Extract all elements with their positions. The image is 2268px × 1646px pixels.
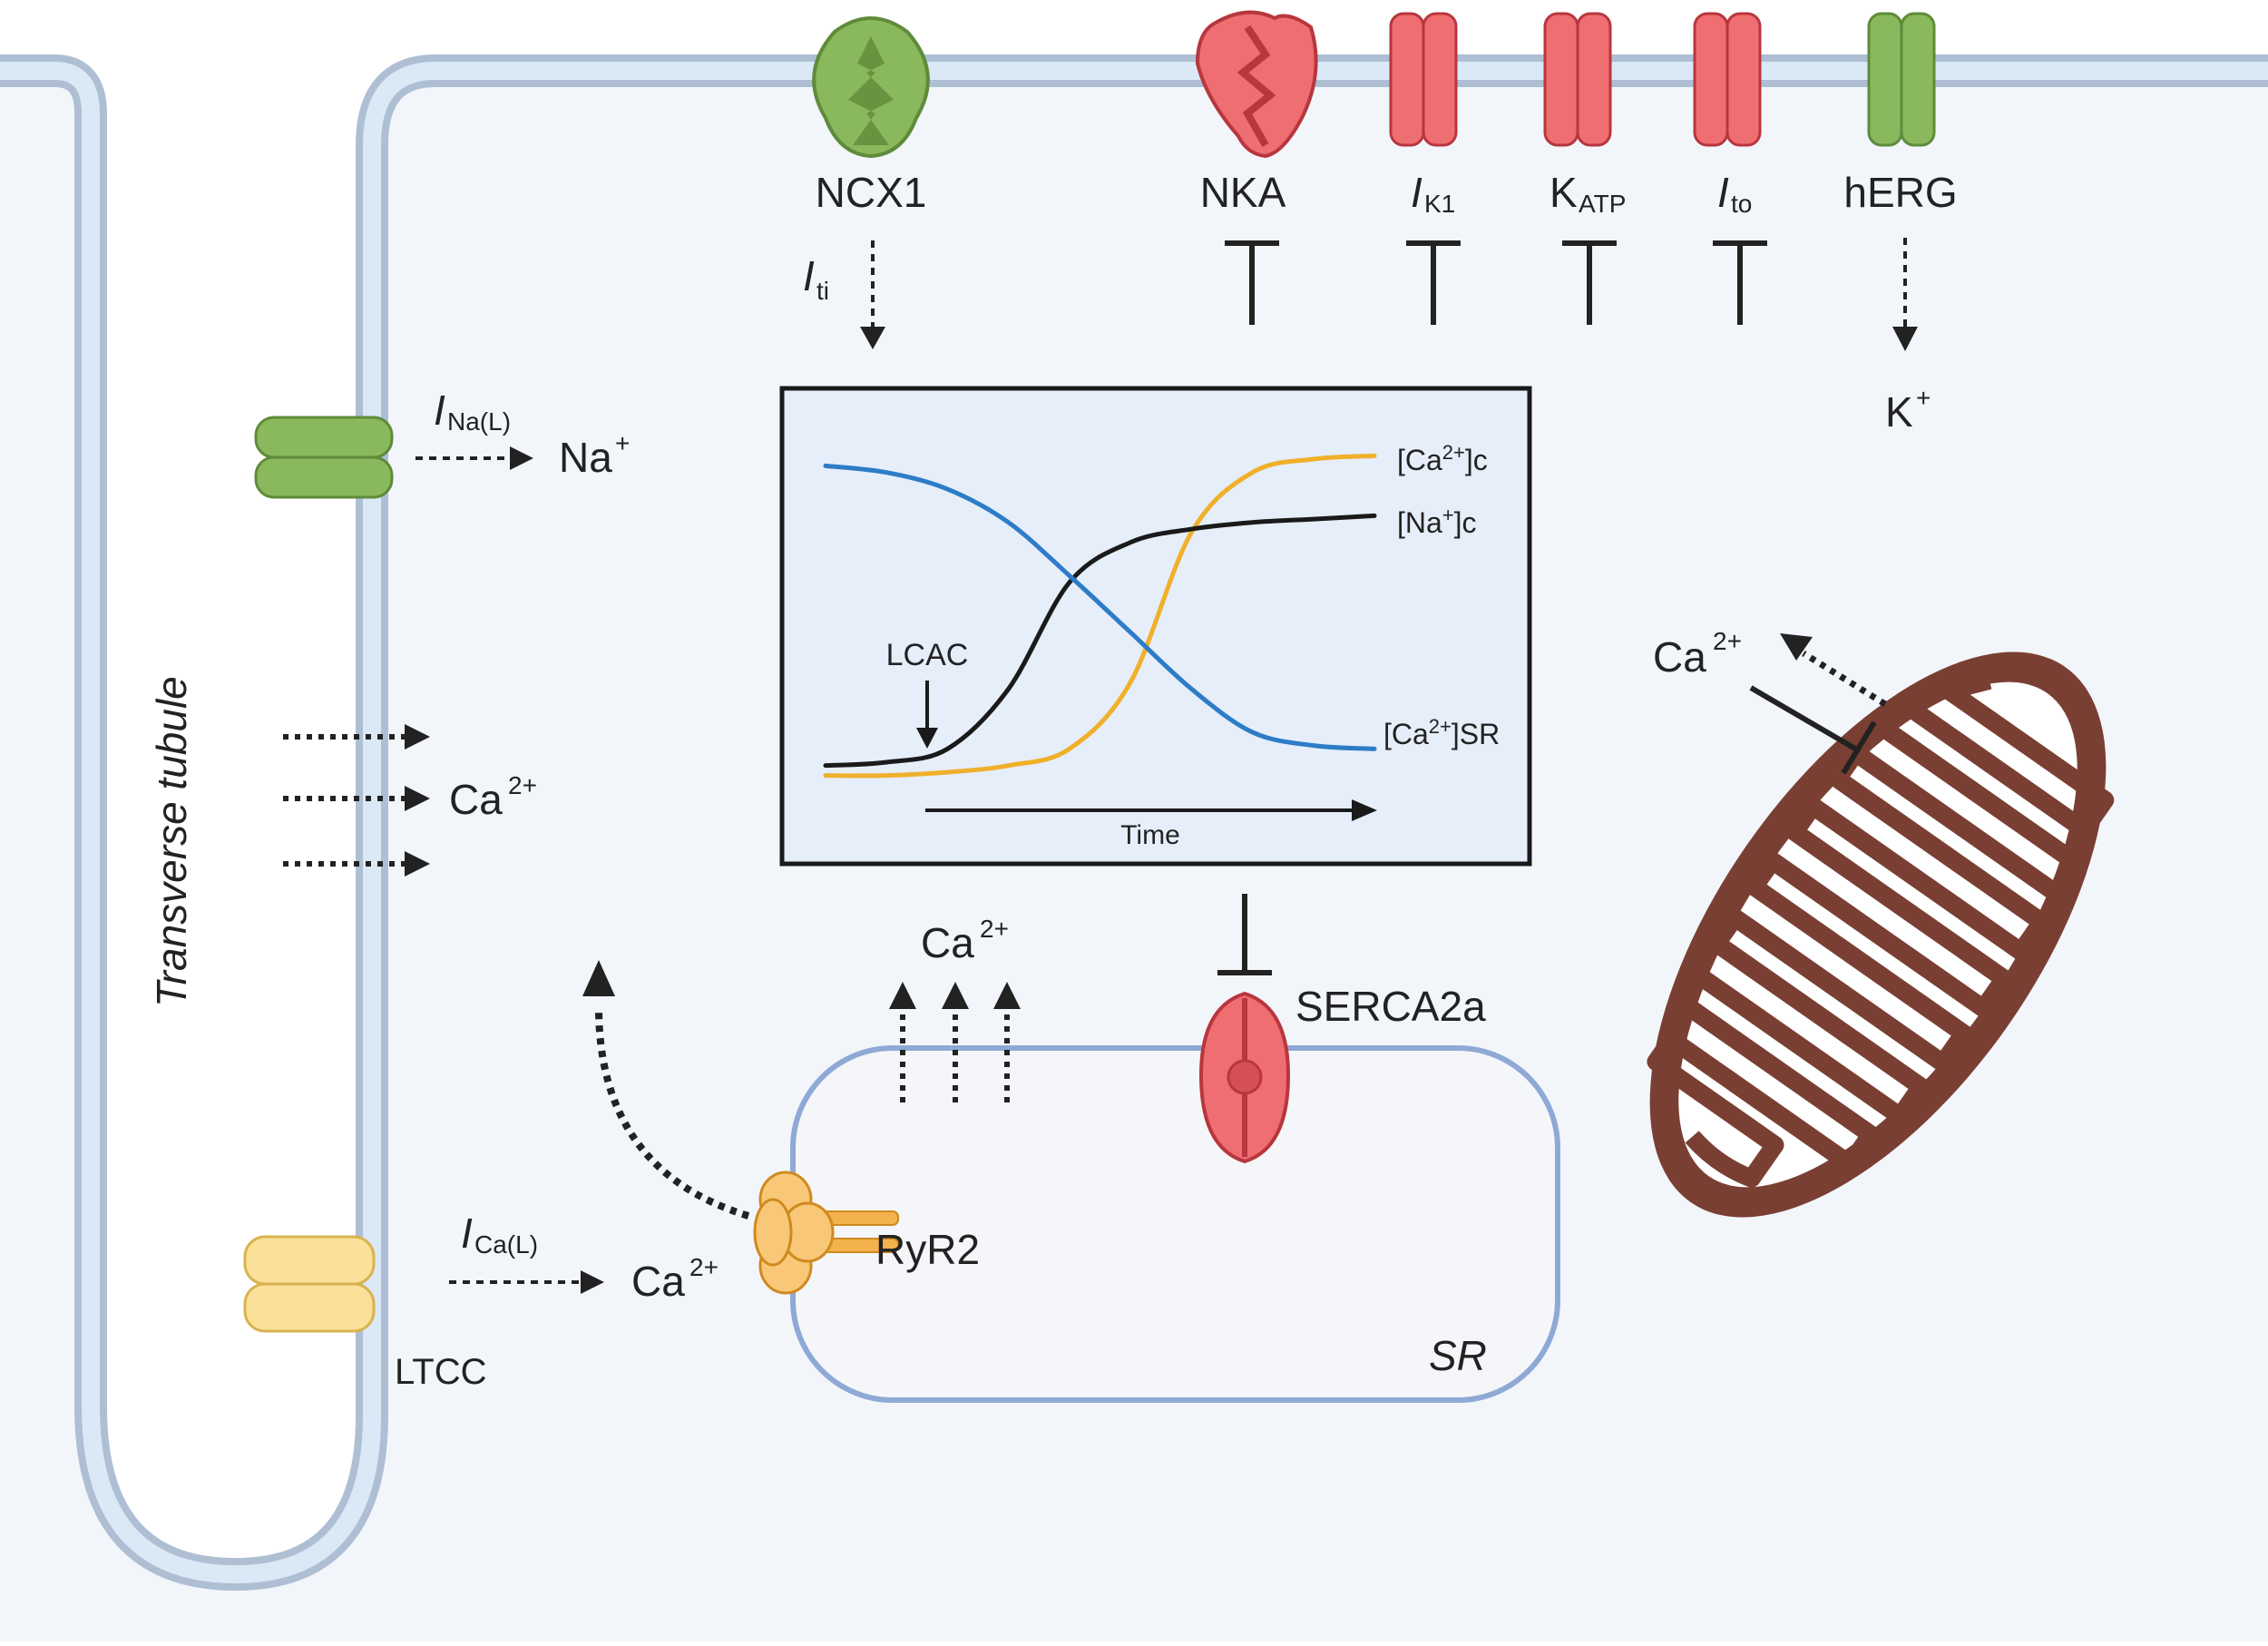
svg-text:I: I xyxy=(1717,169,1729,216)
ca-tt-label: Ca 2+ xyxy=(449,771,537,823)
serca-inhibition-bar xyxy=(1217,894,1272,975)
ik1-label: I K1 xyxy=(1411,169,1455,218)
ncx1-exchanger xyxy=(812,16,930,159)
legend-ca-sr: [Ca2+]SR xyxy=(1383,715,1500,750)
sr-label: SR xyxy=(1429,1332,1487,1379)
na-ion-label: Na + xyxy=(559,429,630,481)
ltcc-channel xyxy=(243,1235,376,1333)
ryr2-receptor xyxy=(753,1171,899,1295)
ion-concentration-chart: Time LCAC [Ca2+]c [Na+]c [Ca2+]SR xyxy=(779,386,1532,867)
serca2a-pump xyxy=(1198,991,1291,1164)
legend-na-c: [Na+]c xyxy=(1397,504,1477,539)
svg-text:I: I xyxy=(461,1210,473,1257)
ncx1-current-arrow xyxy=(860,240,885,349)
svg-text:ATP: ATP xyxy=(1579,190,1626,218)
ca-ltcc-arrow xyxy=(449,1270,604,1294)
mitochondrion xyxy=(1647,652,2115,1218)
mito-ca-release-arrow xyxy=(1780,633,1887,707)
svg-text:2+: 2+ xyxy=(1713,627,1742,655)
ca-ryr-label: Ca 2+ xyxy=(921,915,1009,966)
ltcc-label: LTCC xyxy=(395,1352,486,1392)
svg-text:Ca: Ca xyxy=(1653,633,1706,681)
ito-label: I to xyxy=(1717,169,1752,218)
ca-influx-arrows xyxy=(283,724,430,877)
chart-series-group xyxy=(823,453,1377,779)
svg-text:2+: 2+ xyxy=(508,771,537,799)
svg-text:Ca: Ca xyxy=(449,776,503,823)
serca2a-label: SERCA2a xyxy=(1295,983,1486,1030)
lcac-arrow xyxy=(916,681,938,749)
ryr2-release-arrow xyxy=(582,960,750,1220)
sr-ca-release-arrows xyxy=(889,982,1021,1102)
ca-mito-label: Ca 2+ xyxy=(1653,627,1742,681)
i-ti-label: I ti xyxy=(803,252,829,305)
chart-series-ca-sr xyxy=(823,463,1377,751)
mito-inhibition-bar xyxy=(1749,685,1877,775)
svg-text:Na: Na xyxy=(559,434,612,481)
sarcolemma xyxy=(0,54,2268,1591)
time-axis-arrow xyxy=(925,799,1377,821)
svg-text:I: I xyxy=(434,387,445,434)
svg-text:Ca(L): Ca(L) xyxy=(474,1230,538,1259)
i-na-l-label: I Na(L) xyxy=(434,387,511,436)
svg-text:I: I xyxy=(1411,169,1422,216)
na-current-arrow xyxy=(415,446,533,470)
svg-text:Na(L): Na(L) xyxy=(447,407,511,436)
ik1-channel xyxy=(1389,12,1458,147)
svg-text:Ca: Ca xyxy=(921,919,974,966)
svg-text:I: I xyxy=(803,252,815,299)
svg-text:Ca: Ca xyxy=(631,1258,685,1305)
legend-ca-c: [Ca2+]c xyxy=(1397,441,1488,476)
svg-text:[Ca2+]SR: [Ca2+]SR xyxy=(1383,715,1500,750)
herg-channel xyxy=(1867,12,1936,147)
nka-label: NKA xyxy=(1200,169,1286,216)
inhibition-bars xyxy=(1225,240,1767,325)
svg-text:[Ca2+]c: [Ca2+]c xyxy=(1397,441,1488,476)
svg-text:[Na+]c: [Na+]c xyxy=(1397,504,1477,539)
chart-series-ca-cytosolic xyxy=(823,453,1377,779)
nka-pump xyxy=(1195,10,1318,159)
katp-channel xyxy=(1543,12,1612,147)
ca-ltcc-label: Ca 2+ xyxy=(631,1253,719,1305)
lcac-annotation: LCAC xyxy=(886,638,969,672)
svg-text:to: to xyxy=(1731,190,1752,218)
katp-label: K ATP xyxy=(1549,169,1626,218)
svg-text:K: K xyxy=(1885,388,1913,436)
svg-text:+: + xyxy=(615,429,630,457)
transverse-tubule-label: Transverse tubule xyxy=(148,676,195,1007)
ito-channel xyxy=(1693,12,1762,147)
herg-label: hERG xyxy=(1843,169,1957,216)
ryr2-label: RyR2 xyxy=(875,1226,980,1273)
i-ca-l-label: I Ca(L) xyxy=(461,1210,538,1259)
late-na-channel xyxy=(254,416,394,499)
svg-text:+: + xyxy=(1916,384,1931,412)
k-ion-label: K + xyxy=(1885,384,1931,436)
svg-text:ti: ti xyxy=(816,277,829,305)
herg-current-arrow xyxy=(1892,238,1918,351)
svg-text:2+: 2+ xyxy=(980,915,1009,943)
time-axis-label: Time xyxy=(1120,820,1180,850)
svg-text:2+: 2+ xyxy=(689,1253,719,1281)
chart-series-na-cytosolic xyxy=(823,513,1377,769)
ncx1-label: NCX1 xyxy=(816,169,927,216)
svg-text:K: K xyxy=(1549,169,1578,216)
svg-text:K1: K1 xyxy=(1424,190,1455,218)
